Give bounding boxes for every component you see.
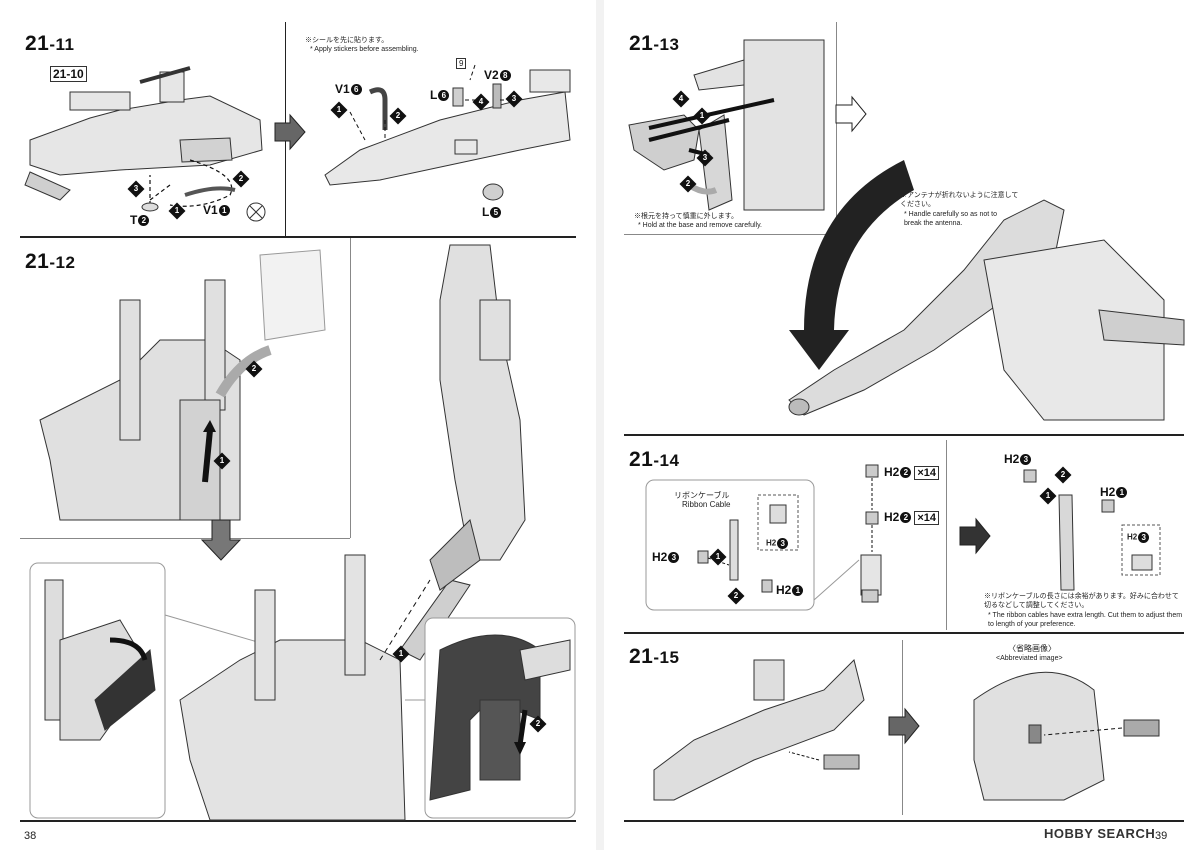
- rifle-cable-illustration: [653, 659, 865, 801]
- section-divider: [624, 434, 1184, 436]
- rifle-illustration: [324, 69, 571, 201]
- step-marker-4: 4: [472, 93, 490, 111]
- hobby-search-watermark: HOBBY SEARCH: [1044, 826, 1156, 841]
- rotation-arrow: [789, 160, 914, 370]
- section-divider: [946, 440, 947, 630]
- down-arrow: [200, 519, 242, 561]
- page-gutter: [596, 0, 604, 850]
- section-divider: [624, 632, 1184, 634]
- reference-step-box: 21-10: [50, 66, 87, 82]
- step-marker-3: 3: [505, 90, 523, 108]
- ribbon-cable-label-en: Ribbon Cable: [682, 500, 731, 509]
- section-divider: [20, 236, 576, 238]
- step-marker-2: 2: [245, 360, 263, 378]
- abbreviated-label-jp: 〈省略画像〉: [1008, 644, 1056, 653]
- step-marker-1: 1: [330, 101, 348, 119]
- left-page-illustrations: [24, 64, 576, 821]
- page-bottom-rule: [20, 820, 576, 822]
- abbreviated-label-en: <Abbreviated image>: [996, 655, 1063, 662]
- step-marker-1: 1: [693, 107, 711, 125]
- step-marker-2: 2: [529, 715, 547, 733]
- step-marker-2: 2: [1054, 466, 1072, 484]
- remove-note-jp: ※根元を持って慎重に外します。: [634, 213, 738, 220]
- step-marker-1: 1: [213, 452, 231, 470]
- page-number-right: 39: [1155, 830, 1168, 842]
- section-divider: [20, 538, 350, 539]
- ribbon-cable-label-jp: リボンケーブル: [674, 491, 730, 500]
- step-title-21-13: 21-13: [629, 32, 680, 55]
- page-number-left: 38: [24, 830, 37, 842]
- section-divider: [836, 22, 837, 234]
- step-marker-4: 4: [672, 90, 690, 108]
- step-marker-1: 1: [168, 202, 186, 220]
- step-marker-3: 3: [127, 180, 145, 198]
- step-marker-1: 1: [392, 645, 410, 663]
- step-title-21-15: 21-15: [629, 645, 680, 668]
- right-page-illustrations: [628, 39, 1185, 801]
- backpack-illustration: [39, 249, 326, 521]
- next-arrow: [274, 113, 306, 151]
- next-arrow: [888, 707, 920, 745]
- next-arrow: [835, 95, 867, 133]
- ribbon-note-jp: ※リボンケーブルの長さには余裕があります。好みに合わせて切るなどして調整してくだ…: [984, 593, 1179, 609]
- remove-note-en: * Hold at the base and remove carefully.: [638, 222, 762, 229]
- funnel-assembly-illustration: [24, 66, 263, 201]
- right-page: 21-13: [604, 0, 1200, 850]
- sticker-note-en: * Apply stickers before assembling.: [310, 46, 419, 53]
- step-marker-2: 2: [727, 587, 745, 605]
- step-title-21-11: 21-11: [25, 32, 75, 55]
- step-title-21-14: 21-14: [629, 448, 680, 471]
- page-bottom-rule: [624, 820, 1184, 822]
- ribbon-note-en: * The ribbon cables have extra length. C…: [988, 612, 1183, 628]
- step-marker-2: 2: [232, 170, 250, 188]
- antenna-note-en: * Handle carefully so as not to break th…: [904, 211, 997, 227]
- step-marker-1: 1: [1039, 487, 1057, 505]
- section-divider: [624, 234, 836, 235]
- step-marker-1: 1: [709, 548, 727, 566]
- next-arrow: [959, 517, 991, 555]
- quantity-badge: ×14: [914, 466, 940, 480]
- step-marker-3: 3: [696, 149, 714, 167]
- section-divider: [350, 238, 351, 538]
- assembly-guide-lines: [149, 159, 233, 207]
- left-page: 21-11 21-10 ※シールを先に貼ります。 * Apply sticker…: [0, 0, 596, 850]
- step-marker-2: 2: [389, 107, 407, 125]
- quantity-badge: ×14: [914, 511, 940, 525]
- rifle-mounted-illustration: [788, 199, 1185, 421]
- sticker-note-jp: ※シールを先に貼ります。: [305, 37, 389, 44]
- sticker-number: 9: [456, 58, 467, 69]
- funnel-arm-illustration: [429, 244, 526, 591]
- antenna-note-jp: ※アンテナが折れないように注意してください。: [900, 192, 1019, 208]
- step-title-21-12: 21-12: [25, 250, 76, 273]
- step-marker-2: 2: [679, 175, 697, 193]
